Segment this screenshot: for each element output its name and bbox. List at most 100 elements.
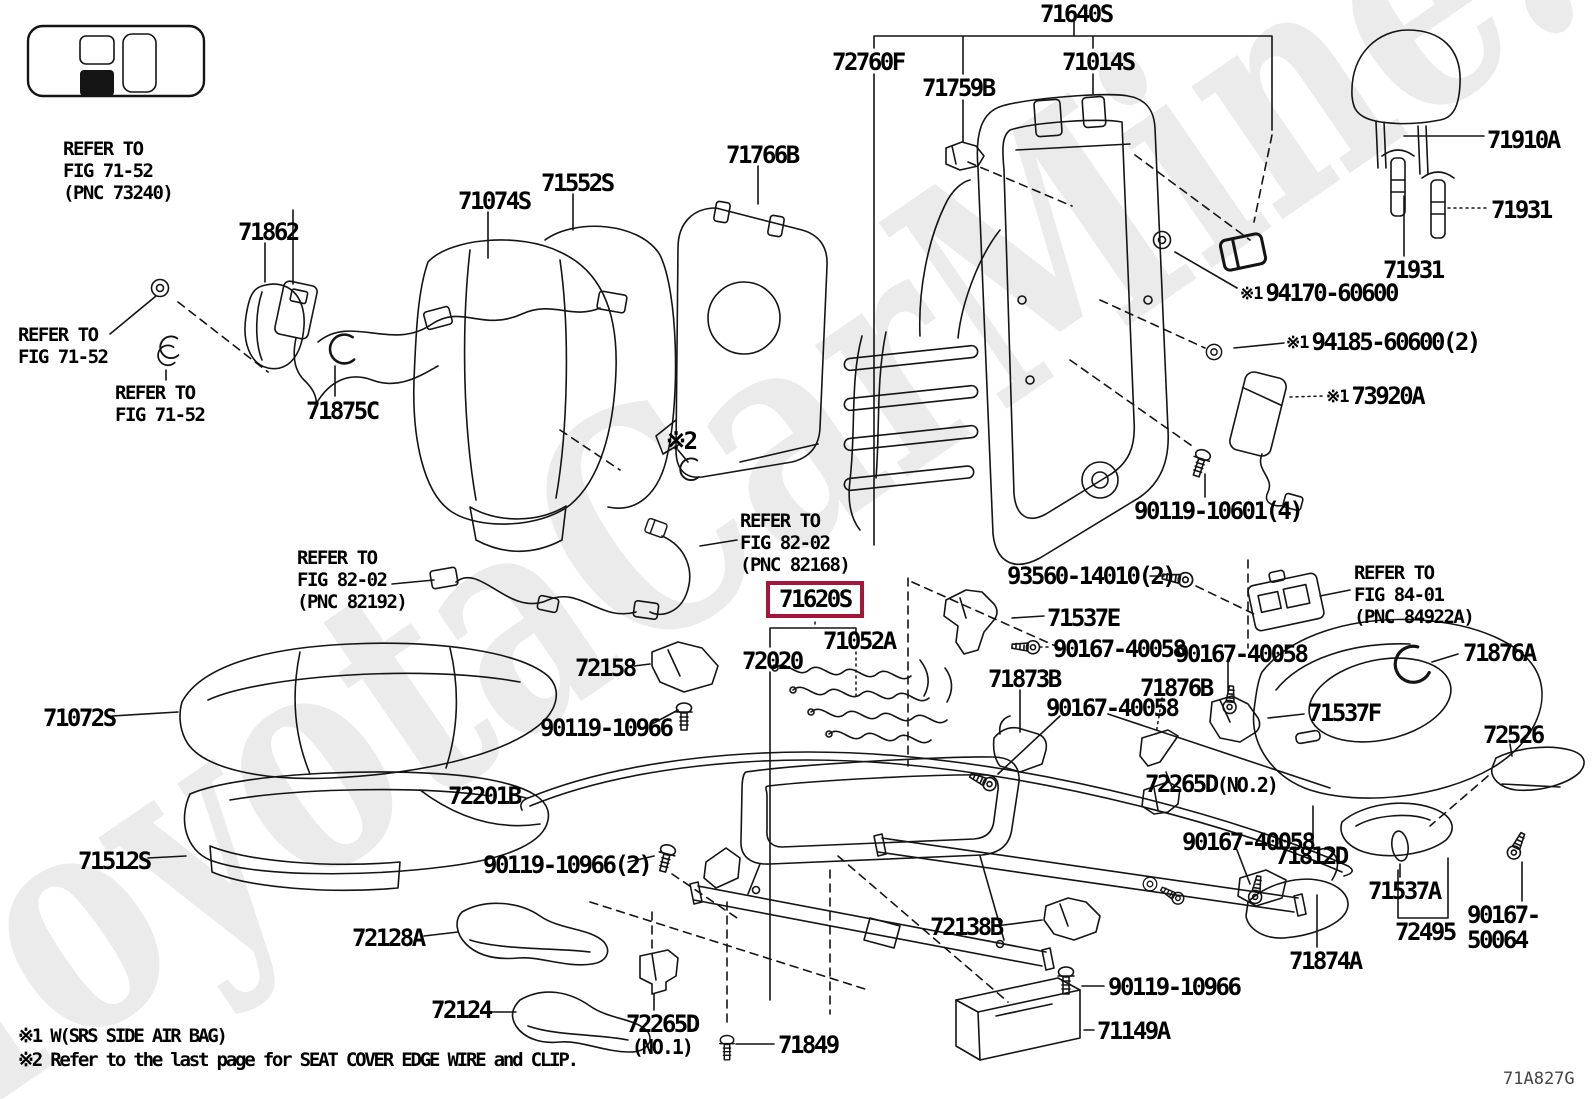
bracket-71537E [943,589,998,655]
part-label-72128A: 72128A [352,924,426,952]
dashed-lines [177,134,1489,1027]
part-label-72020: 72020 [742,647,804,675]
seatback-board-71766B [655,200,828,478]
part-label-90167-40058-d: 90167-40058 [1182,828,1316,856]
pad-72526 [1491,746,1585,792]
hook-71876A [1388,641,1433,689]
part-label-90119-10601: 90119-10601(4) [1134,497,1304,525]
part-label-90167-50064: 90167-50064 [1467,901,1541,955]
part-label-ref-7152-b: REFER TO FIG 71-52 [115,382,206,426]
part-label-71537F: 71537F [1308,699,1382,727]
screw-90167-50064 [1504,829,1530,862]
bolt-71849 [719,1034,735,1061]
part-label-ref-82168: REFER TO FIG 82-02 (PNC 82168) [740,510,851,576]
part-label-90119-10966-2: 90119-10966(2) [483,851,653,879]
part-label-71512S: 71512S [78,847,152,875]
part-label-71149A: 71149A [1097,1017,1171,1045]
bracket-71873B [992,715,1048,773]
seat-frame-assembly [689,756,1307,971]
part-label-ref-7152-a: REFER TO FIG 71-52 [18,324,109,368]
part-label-71759B: 71759B [922,74,996,102]
part-label-72265D-no1: 72265D(NO.1) [626,1010,700,1060]
seat-position-pictogram [26,24,206,98]
bolt-90119-10966-c [1057,966,1075,995]
part-label-71931-lower: 71931 [1383,256,1445,284]
part-label-71876A: 71876A [1463,639,1537,667]
part-label-71537E: 71537E [1047,604,1121,632]
leader-lines [109,21,1523,1045]
knob-71537A [1391,830,1409,862]
part-label-72526: 72526 [1483,721,1545,749]
seatback-cover-71074S [412,225,677,553]
part-label-90119-10966-a: 90119-10966 [540,714,674,742]
part-label-72760F: 72760F [832,48,906,76]
bolt-90119-10966-2 [654,842,678,875]
switch-84922A [1247,569,1325,632]
part-label-71812D: 71812D [1275,842,1349,870]
part-label-93560-14010: 93560-14010(2) [1007,562,1177,590]
part-label-90167-40058-b: 90167-40058 [1175,640,1309,668]
part-label-ref-84922A: REFER TO FIG 84-01 (PNC 84922A) [1354,562,1475,628]
part-label-71873B: 71873B [988,665,1062,693]
spring-mat [771,659,953,744]
bezel-71862 [244,283,305,370]
part-label-90167-40058-a: 90167-40058 [1053,635,1187,663]
headrest-supports-71931 [1381,149,1455,239]
part-label-71014S: 71014S [1062,48,1136,76]
part-label-71620S[interactable]: 71620S [766,581,864,619]
bolt-90119-10601 [1187,446,1213,480]
part-label-71640S: 71640S [1040,0,1114,28]
part-label-71552S: 71552S [541,169,615,197]
arm-71874A [1142,847,1349,939]
diagram-code: 71A827G [1503,1069,1575,1089]
part-label-ref-73240: REFER TO FIG 71-52 (PNC 73240) [63,138,174,204]
pad-72124 [511,991,651,1053]
cushion-shield-71812D [1252,618,1543,799]
bracket-71537F [1209,695,1261,743]
lumbar-support-72760F [843,179,1001,531]
part-label-71537A: 71537A [1368,877,1442,905]
part-label-72158: 72158 [575,654,637,682]
edge-wire-72201B [520,751,1353,877]
screw-90167-a [1010,638,1041,655]
handle-72495 [1340,802,1453,919]
bracket-72138B [1043,897,1101,941]
part-label-90167-40058-c: 90167-40058 [1046,694,1180,722]
part-label-71910A: 71910A [1487,126,1561,154]
part-label-71874A: 71874A [1289,947,1363,975]
part-label-72138B: 72138B [930,913,1004,941]
part-label-72495: 72495 [1395,918,1457,946]
part-label-71875C: 71875C [306,397,380,425]
part-label-71876B: 71876B [1140,674,1214,702]
part-label-71052A: 71052A [823,627,897,655]
seat-cushion-71072S [179,642,557,780]
note-srs-airbag: ※1 W(SRS SIDE AIR BAG) [18,1025,228,1047]
part-label-star2: ※2 [666,427,698,455]
part-label-72265D-no2: 72265D(NO.2) [1145,770,1279,798]
clip-72265D-no1 [639,949,679,995]
part-label-71766B: 71766B [726,141,800,169]
headrest-71910A [1351,29,1461,175]
pad-72128A [456,902,609,966]
part-label-71862: 71862 [238,218,300,246]
part-label-72201B: 72201B [448,782,522,810]
clamp-71759B [945,141,985,171]
part-label-71074S: 71074S [458,187,532,215]
part-label-71072S: 71072S [43,704,117,732]
part-label-ref-82192: REFER TO FIG 82-02 (PNC 82192) [297,547,408,613]
part-label-71931-upper: 71931 [1491,196,1553,224]
cushion-pad-71512S [183,771,550,892]
seatback-frame-71014S [976,93,1169,566]
shim-71876B [1139,729,1179,767]
screw-90167-d [1246,874,1266,906]
part-label-90119-10966-c: 90119-10966 [1108,973,1242,1001]
part-label-72124: 72124 [431,996,493,1024]
wire-harness-82168 [643,517,691,616]
part-label-71849: 71849 [778,1031,840,1059]
duct-71149A [955,977,1081,1061]
